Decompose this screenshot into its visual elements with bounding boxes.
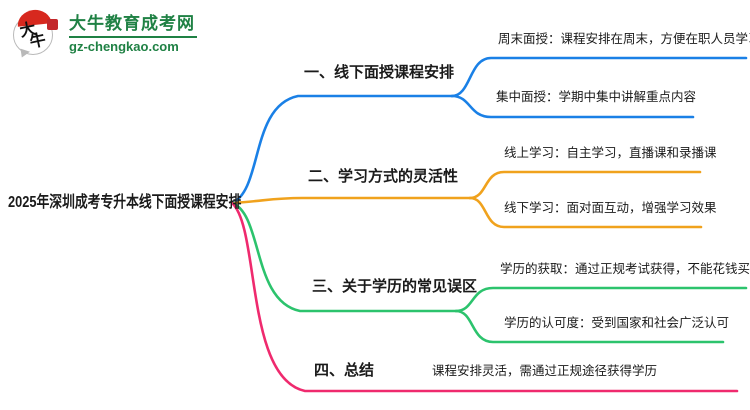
daniu-logo-icon: 大 牛 bbox=[12, 8, 60, 60]
logo-char-bottom: 牛 bbox=[28, 31, 48, 52]
logo-bubble-tail bbox=[18, 48, 30, 60]
branch-4-connector bbox=[230, 201, 739, 393]
branch-1-leaf-1: 周末面授：课程安排在周末，方便在职人员学习 bbox=[498, 32, 750, 46]
logo-red-seal bbox=[47, 19, 58, 30]
branch-3-leaf-1: 学历的获取：通过正规考试获得，不能花钱买 bbox=[500, 262, 750, 276]
branch-2-leaf-1-connector bbox=[468, 170, 702, 200]
branch-4-leaf-1: 课程安排灵活，需通过正规途径获得学历 bbox=[432, 364, 658, 378]
branch-2-connector bbox=[230, 196, 472, 205]
branch-3-leaf-2-connector bbox=[454, 309, 725, 344]
branch-2-leaf-2: 线下学习：面对面互动，增强学习效果 bbox=[504, 201, 717, 215]
branch-4-node: 四、总结 bbox=[314, 362, 375, 379]
branch-1-node: 一、线下面授课程安排 bbox=[304, 64, 455, 81]
branch-2-leaf-2-connector bbox=[468, 196, 703, 229]
branch-3-leaf-2: 学历的认可度：受到国家和社会广泛认可 bbox=[504, 316, 730, 330]
branch-3-leaf-1-connector bbox=[454, 286, 748, 313]
logo-divider bbox=[69, 36, 197, 38]
branch-1-leaf-2: 集中面授：学期中集中讲解重点内容 bbox=[496, 90, 697, 104]
branch-1-leaf-2-connector bbox=[450, 94, 695, 119]
branch-2-leaf-1: 线上学习：自主学习，直播课和录播课 bbox=[504, 146, 717, 160]
root-node: 2025年深圳成考专升本线下面授课程安排 bbox=[8, 194, 242, 211]
logo-site-url: gz-chengkao.com bbox=[69, 39, 179, 54]
site-logo: 大 牛 大牛教育成考网 gz-chengkao.com bbox=[12, 8, 197, 60]
branch-3-connector bbox=[230, 201, 458, 313]
branch-2-node: 二、学习方式的灵活性 bbox=[308, 168, 459, 185]
branch-1-connector bbox=[230, 94, 454, 205]
branch-1-leaf-1-connector bbox=[450, 56, 748, 98]
logo-site-name: 大牛教育成考网 bbox=[69, 14, 195, 33]
branch-3-node: 三、关于学历的常见误区 bbox=[312, 278, 478, 295]
logo-text-block: 大牛教育成考网 gz-chengkao.com bbox=[69, 14, 197, 54]
